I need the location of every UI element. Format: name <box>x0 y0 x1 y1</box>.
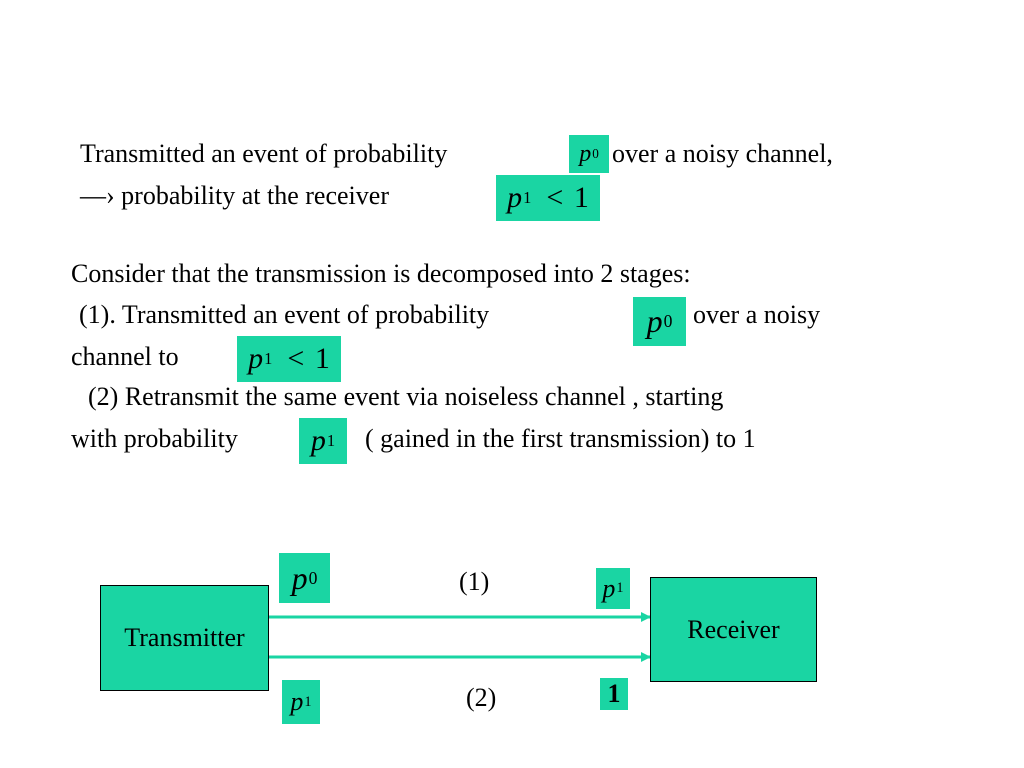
stage-2-label: (2) <box>466 683 497 712</box>
less-than-symbol: < <box>287 342 305 375</box>
stage-2-continuation-tail: ( gained in the first transmission) to 1 <box>365 424 756 453</box>
p-symbol: p <box>646 303 663 339</box>
stage-1-continuation: channel to <box>71 342 179 371</box>
p-symbol: p <box>291 559 308 596</box>
p-symbol: p <box>507 181 523 214</box>
stages-intro-text: Consider that the transmission is decomp… <box>71 259 691 288</box>
less-than-symbol: < <box>546 181 564 214</box>
intro-line-1-text: Transmitted an event of probability <box>80 139 448 168</box>
one-symbol: 1 <box>314 342 330 375</box>
subscript-1: 1 <box>304 693 312 710</box>
subscript-0: 0 <box>308 567 318 588</box>
stage-2-continuation: with probability <box>71 424 238 453</box>
subscript-1: 1 <box>326 431 336 450</box>
subscript-1: 1 <box>264 349 273 368</box>
subscript-0: 0 <box>592 146 599 161</box>
intro-line-2-text: —› probability at the receiver <box>80 181 389 210</box>
subscript-1: 1 <box>523 188 532 207</box>
stage-1-text: (1). Transmitted an event of probability <box>79 300 490 329</box>
receiver-label: Receiver <box>687 614 780 644</box>
p-symbol: p <box>248 342 264 375</box>
p-symbol: p <box>290 687 304 716</box>
intro-line-1-tail: over a noisy channel, <box>612 139 833 168</box>
stage-1-label: (1) <box>459 567 490 596</box>
one-diagram-badge: 1 <box>600 678 628 710</box>
p-symbol: p <box>310 424 326 457</box>
subscript-1: 1 <box>616 580 624 596</box>
receiver-box: Receiver <box>650 577 817 682</box>
transmitter-box: Transmitter <box>100 585 269 691</box>
p-symbol: p <box>602 573 616 603</box>
transmitter-label: Transmitter <box>124 623 245 652</box>
subscript-0: 0 <box>663 311 673 331</box>
stage-2-text: (2) Retransmit the same event via noisel… <box>88 382 724 411</box>
one-symbol: 1 <box>573 181 589 214</box>
stage-1-text-tail: over a noisy <box>693 300 821 329</box>
p-symbol: p <box>579 140 592 167</box>
end-value-label: 1 <box>607 679 621 708</box>
